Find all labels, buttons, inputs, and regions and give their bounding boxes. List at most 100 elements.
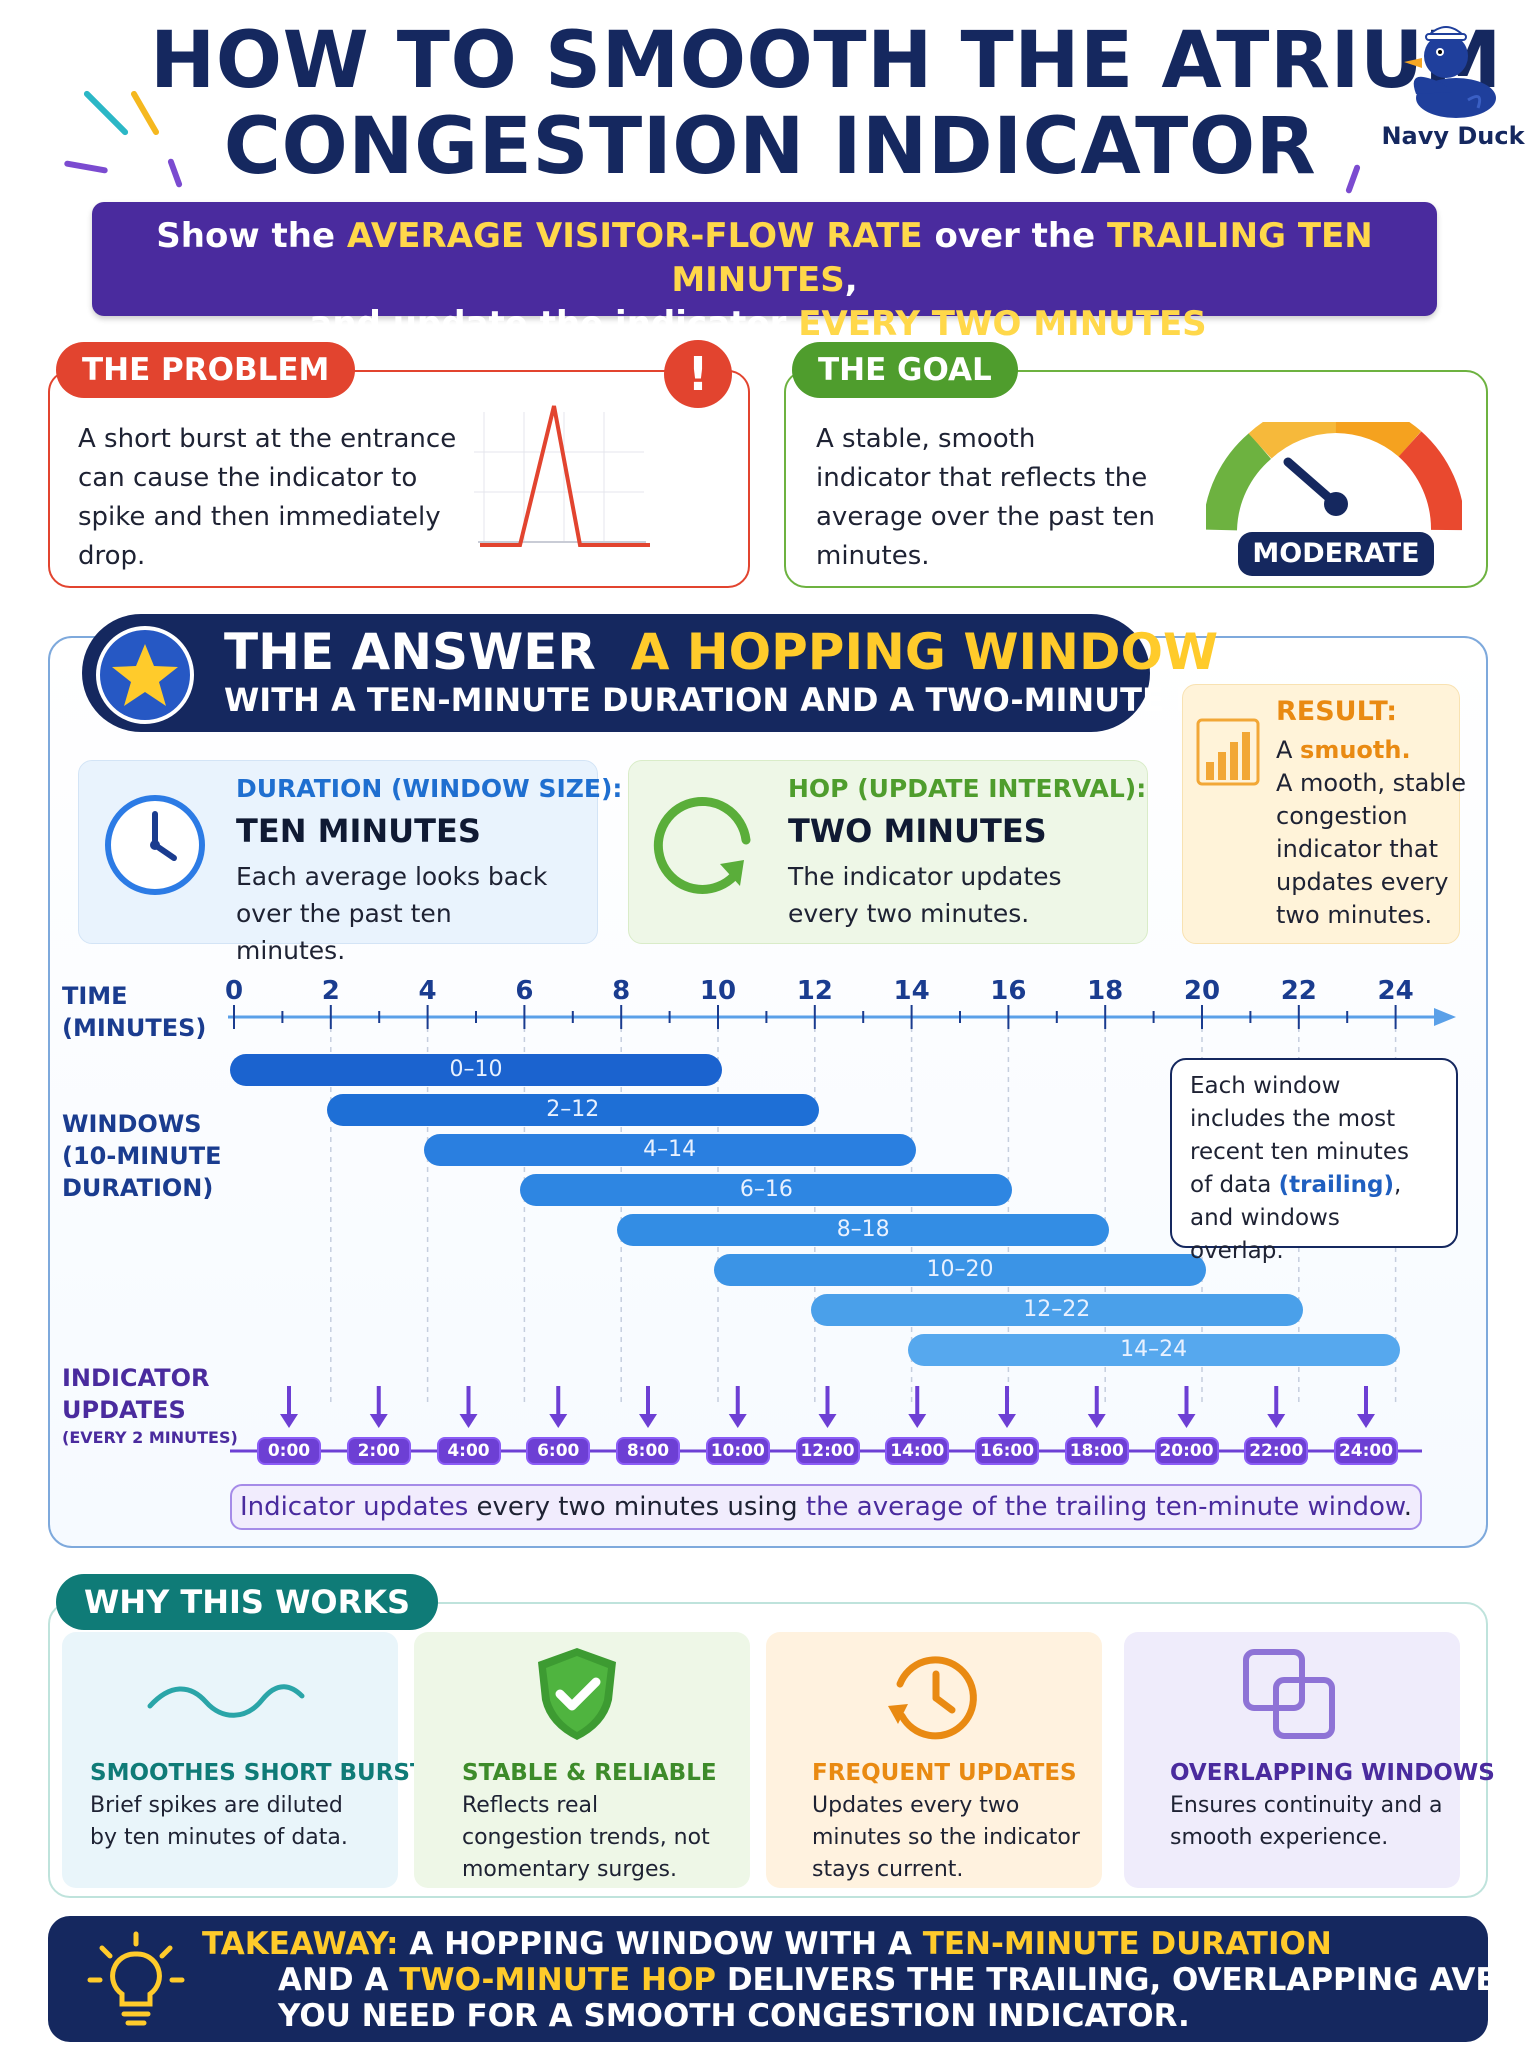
- gauge-value-badge: MODERATE: [1238, 532, 1434, 576]
- updates-interval-label: (EVERY 2 MINUTES): [62, 1428, 238, 1447]
- navy-duck-logo: [1404, 26, 1496, 118]
- takeaway-line-2: AND A TWO-MINUTE HOP DELIVERS THE TRAILI…: [278, 1962, 1536, 1998]
- bar-chart-icon: [1196, 718, 1260, 786]
- time-axis-label: TIME (MINUTES): [62, 980, 206, 1044]
- update-time-pill: 20:00: [1154, 1437, 1219, 1465]
- update-arrow-head: [728, 1414, 747, 1428]
- update-arrow-head: [1357, 1414, 1375, 1428]
- update-arrow-head: [369, 1414, 388, 1428]
- update-arrow-head: [549, 1414, 568, 1428]
- update-arrow-head: [1087, 1414, 1106, 1428]
- update-arrow-head: [998, 1414, 1016, 1428]
- update-time-pill: 2:00: [346, 1437, 411, 1465]
- tick-label: 24: [1377, 976, 1414, 1006]
- time-axis-label-line: (MINUTES): [62, 1014, 207, 1042]
- why-desc-bursts: Brief spikes are diluted by ten minutes …: [90, 1793, 348, 1850]
- tick-label: 10: [699, 976, 737, 1006]
- banner-highlight: AVERAGE VISITOR-FLOW RATE: [346, 216, 923, 256]
- star-icon: [96, 626, 194, 724]
- update-arrow-head: [1177, 1414, 1196, 1428]
- takeaway-line-1: TAKEAWAY: A HOPPING WINDOW WITH A TEN-MI…: [202, 1926, 1332, 1962]
- tick-label: 4: [418, 976, 437, 1006]
- result-text-highlight: smuoth.: [1300, 736, 1411, 764]
- window-bar: 14–24: [907, 1334, 1400, 1366]
- window-bar: 10–20: [714, 1254, 1206, 1286]
- problem-text: A short burst at the entrance can cause …: [78, 424, 457, 571]
- title-line-2: CONGESTION INDICATOR: [223, 102, 1317, 192]
- takeaway-highlight: TEN-MINUTE DURATION: [922, 1926, 1332, 1962]
- problem-card: [48, 370, 750, 588]
- takeaway-label: TAKEAWAY:: [202, 1926, 399, 1962]
- window-bar: 6–16: [520, 1174, 1013, 1206]
- banner-text: Show the: [156, 216, 347, 256]
- duration-box: [78, 760, 598, 944]
- wave-icon: [147, 1684, 305, 1718]
- hop-label: HOP (UPDATE INTERVAL):: [788, 774, 1147, 803]
- hop-desc: The indicator updates every two minutes.: [788, 862, 1062, 928]
- updates-label-line: UPDATES: [62, 1396, 186, 1424]
- spike-chart-icon: [474, 405, 650, 547]
- takeaway-line-3: YOU NEED FOR A SMOOTH CONGESTION INDICAT…: [278, 1998, 1190, 2034]
- takeaway-text: A HOPPING WINDOW WITH A: [398, 1926, 923, 1962]
- clock-icon: [105, 795, 205, 895]
- update-time-pill: 4:00: [436, 1437, 501, 1465]
- banner-text: over the: [922, 216, 1107, 256]
- answer-title-text: THE ANSWER: [224, 623, 596, 681]
- window-note-text: , and windows overlap.: [1190, 1172, 1402, 1264]
- alert-exclamation-icon: !: [664, 340, 732, 408]
- tick-label: 2: [321, 976, 340, 1006]
- overlap-squares-icon: [1243, 1649, 1335, 1739]
- window-note-text: Each window includes the most recent ten…: [1190, 1073, 1409, 1198]
- update-time-pill: 0:00: [257, 1437, 321, 1465]
- window-bar: 2–12: [326, 1094, 819, 1126]
- answer-title-highlight: A HOPPING WINDOW: [630, 623, 1219, 681]
- updates-label-line: INDICATOR: [62, 1364, 210, 1392]
- why-title-frequent: FREQUENT UPDATES: [812, 1760, 1077, 1786]
- caption-highlight: Indicator updates: [239, 1492, 469, 1522]
- result-label: RESULT:: [1276, 696, 1398, 727]
- answer-header: [82, 614, 1150, 732]
- goal-label: THE GOAL: [792, 342, 1018, 398]
- title-line-1: HOW TO SMOOTH THE ATRIUM: [150, 16, 1502, 106]
- windows-label-line: (10-MINUTE: [62, 1142, 222, 1170]
- answer-title: THE ANSWER A HOPPING WINDOW: [224, 622, 1218, 682]
- tick-label: 12: [796, 976, 833, 1006]
- time-axis-label-line: TIME: [62, 982, 128, 1010]
- result-box: [1182, 684, 1460, 944]
- gauge-icon: [1206, 422, 1462, 531]
- why-desc-overlap: Ensures continuity and a smooth experien…: [1170, 1793, 1443, 1850]
- update-arrow-head: [818, 1414, 837, 1428]
- update-arrow-head: [639, 1414, 657, 1428]
- tick-label: 22: [1280, 976, 1317, 1006]
- answer-subtitle: WITH A TEN-MINUTE DURATION AND A TWO-MIN…: [224, 681, 1253, 719]
- banner-highlight: TRAILING TEN MINUTES: [671, 216, 1373, 300]
- update-time-pill: 16:00: [975, 1437, 1039, 1465]
- tick-label: 8: [612, 976, 631, 1006]
- takeaway-highlight: TWO-MINUTE HOP: [399, 1962, 717, 1998]
- banner-text: .: [1206, 304, 1220, 344]
- update-time-pill: 22:00: [1244, 1437, 1309, 1465]
- caption-text: .: [1403, 1492, 1413, 1522]
- duration-label: DURATION (WINDOW SIZE):: [236, 774, 623, 803]
- update-time-pill: 14:00: [885, 1437, 950, 1465]
- windows-label: WINDOWS (10-MINUTE DURATION): [62, 1108, 221, 1204]
- lightbulb-icon: [87, 1931, 185, 2026]
- clock-refresh-icon: [888, 1656, 977, 1740]
- window-bar: 12–22: [810, 1294, 1303, 1326]
- window-bar: 8–18: [617, 1214, 1110, 1246]
- windows-label-line: WINDOWS: [62, 1110, 202, 1138]
- update-arrow-head: [1267, 1414, 1286, 1428]
- banner-text: ,: [844, 260, 858, 300]
- window-note: Each window includes the most recent ten…: [1170, 1058, 1458, 1264]
- why-title-overlap: OVERLAPPING WINDOWS: [1170, 1760, 1495, 1786]
- window-bar: 0–10: [230, 1054, 722, 1086]
- tick-label: 14: [893, 976, 930, 1006]
- tick-label: 6: [515, 976, 534, 1006]
- refresh-arrow-icon: [653, 797, 751, 894]
- update-time-pill: 10:00: [705, 1437, 770, 1465]
- instruction-banner: Show the AVERAGE VISITOR-FLOW RATE over …: [92, 202, 1437, 344]
- update-arrow-head: [280, 1414, 298, 1428]
- page-title: HOW TO SMOOTH THE ATRIUM CONGESTION INDI…: [150, 16, 1502, 192]
- why-card-overlap: [1124, 1632, 1460, 1888]
- takeaway-text: DELIVERS THE TRAILING, OVERLAPPING AVERA…: [716, 1962, 1536, 1998]
